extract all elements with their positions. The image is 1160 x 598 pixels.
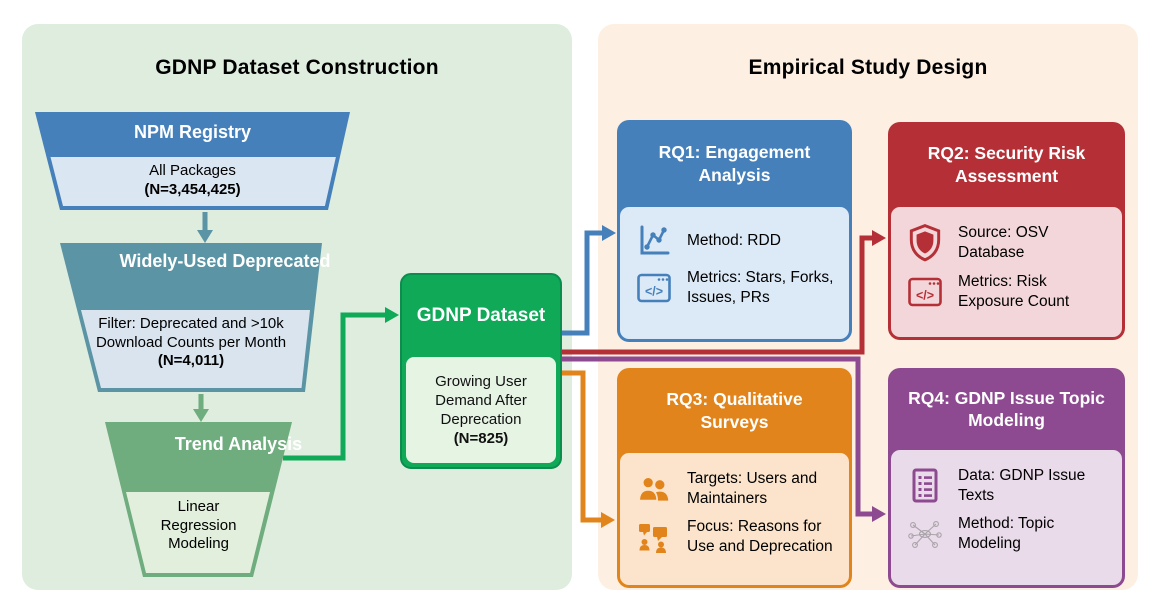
rq3-focus-row: Focus: Reasons for Use and Deprecation [634, 517, 841, 556]
funnel-stage-1-count: (N=3,454,425) [144, 180, 241, 198]
line-chart-icon [634, 223, 674, 259]
network-icon [905, 517, 945, 551]
construction-panel-title: GDNP Dataset Construction [155, 56, 439, 79]
rq2-metrics-text: Metrics: Risk Exposure Count [958, 273, 1070, 310]
rq2-body: Source: OSV Database </> Metrics: Risk E… [891, 207, 1122, 337]
discussion-icon [634, 519, 674, 555]
rq3-box: RQ3: Qualitative Surveys Targets: Users … [617, 368, 852, 588]
rq1-metrics-row: </> Metrics: Stars, Forks, Issues, PRs [634, 268, 841, 307]
rq3-header: RQ3: Qualitative Surveys [666, 389, 803, 432]
rq2-box: RQ2: Security Risk Assessment Source: OS… [888, 122, 1125, 340]
rq2-source-text: Source: OSV Database [958, 224, 1049, 261]
rq1-box: RQ1: Engagement Analysis Method: RDD </> [617, 120, 852, 342]
rq4-header: RQ4: GDNP Issue Topic Modeling [908, 387, 1105, 430]
arrow-dataset-to-rq2 [560, 230, 886, 355]
rq1-method-text: Method: RDD [687, 232, 781, 250]
rq4-box: RQ4: GDNP Issue Topic Modeling Data: GDN… [888, 368, 1125, 588]
rq1-method-row: Method: RDD [634, 223, 841, 259]
gdnp-dataset-text: Growing User Demand After Deprecation [435, 372, 527, 428]
study-panel-title: Empirical Study Design [748, 56, 988, 79]
rq2-metrics-row: </> Metrics: Risk Exposure Count [905, 272, 1114, 311]
rq4-data-text: Data: GDNP Issue Texts [958, 467, 1086, 504]
funnel-stage-2-shape [60, 243, 322, 392]
funnel-stage-widely-used-deprecated: Widely-Used Deprecated Filter: Deprecate… [60, 243, 330, 392]
svg-text:</>: </> [916, 288, 934, 302]
funnel-stage-2-count: (N=4,011) [157, 352, 225, 370]
gdnp-dataset-box: GDNP Dataset Growing User Demand After D… [400, 273, 562, 469]
funnel-stage-2-body: Filter: Deprecated and >10k Download Cou… [78, 315, 304, 371]
funnel-stage-1-header: NPM Registry [133, 122, 252, 142]
list-icon [905, 467, 945, 505]
gdnp-dataset-header: GDNP Dataset [416, 305, 546, 327]
rq1-header: RQ1: Engagement Analysis [658, 142, 811, 185]
svg-text:</>: </> [645, 284, 663, 298]
funnel-stage-1-shape [35, 112, 350, 210]
funnel-stage-2-header: Widely-Used Deprecated [119, 251, 331, 271]
funnel-stage-npm-registry: NPM Registry All Packages (N=3,454,425) [35, 112, 350, 210]
rq4-method-row: Method: Topic Modeling [905, 514, 1114, 553]
code-window-icon: </> [905, 275, 945, 309]
funnel-stage-trend-analysis: Trend Analysis Linear Regression Modelin… [105, 422, 302, 577]
rq4-data-row: Data: GDNP Issue Texts [905, 466, 1114, 505]
arrow-dataset-to-rq1 [560, 225, 616, 336]
gdnp-dataset-body: Growing User Demand After Deprecation (N… [406, 357, 556, 463]
arrow-dataset-to-rq3 [560, 370, 615, 528]
funnel-stage-3-text: Linear Regression Modeling [160, 498, 237, 553]
funnel-stage-2-text: Filter: Deprecated and >10k Download Cou… [95, 315, 287, 351]
rq4-method-text: Method: Topic Modeling [958, 515, 1055, 552]
funnel-stage-3-body: Linear Regression Modeling [138, 498, 259, 554]
rq1-body: Method: RDD </> Metrics: Stars, Forks, I… [620, 207, 849, 339]
funnel-stage-3-header: Trend Analysis [174, 434, 303, 454]
rq2-header: RQ2: Security Risk Assessment [927, 143, 1086, 186]
rq4-body: Data: GDNP Issue Texts Method: Topic Mo [891, 450, 1122, 585]
rq3-targets-text: Targets: Users and Maintainers [687, 470, 818, 507]
funnel-stage-3-shape [105, 422, 292, 577]
gdnp-dataset-count: (N=825) [453, 430, 509, 448]
rq3-body: Targets: Users and Maintainers Focus: Re… [620, 453, 849, 585]
funnel-down-arrow-2 [193, 394, 209, 422]
funnel-stage-1-text: All Packages [149, 162, 236, 179]
arrow-dataset-to-rq4 [560, 356, 886, 522]
rq1-metrics-text: Metrics: Stars, Forks, Issues, PRs [687, 269, 834, 306]
users-icon [634, 472, 674, 506]
rq2-source-row: Source: OSV Database [905, 223, 1114, 263]
shield-icon [905, 223, 945, 263]
funnel-stage-1-body: All Packages (N=3,454,425) [55, 162, 330, 199]
rq3-focus-text: Focus: Reasons for Use and Deprecation [687, 518, 833, 555]
code-window-icon: </> [634, 271, 674, 305]
funnel-down-arrow-1 [197, 212, 213, 243]
rq3-targets-row: Targets: Users and Maintainers [634, 469, 841, 508]
arrow-trend-to-dataset [283, 307, 399, 461]
